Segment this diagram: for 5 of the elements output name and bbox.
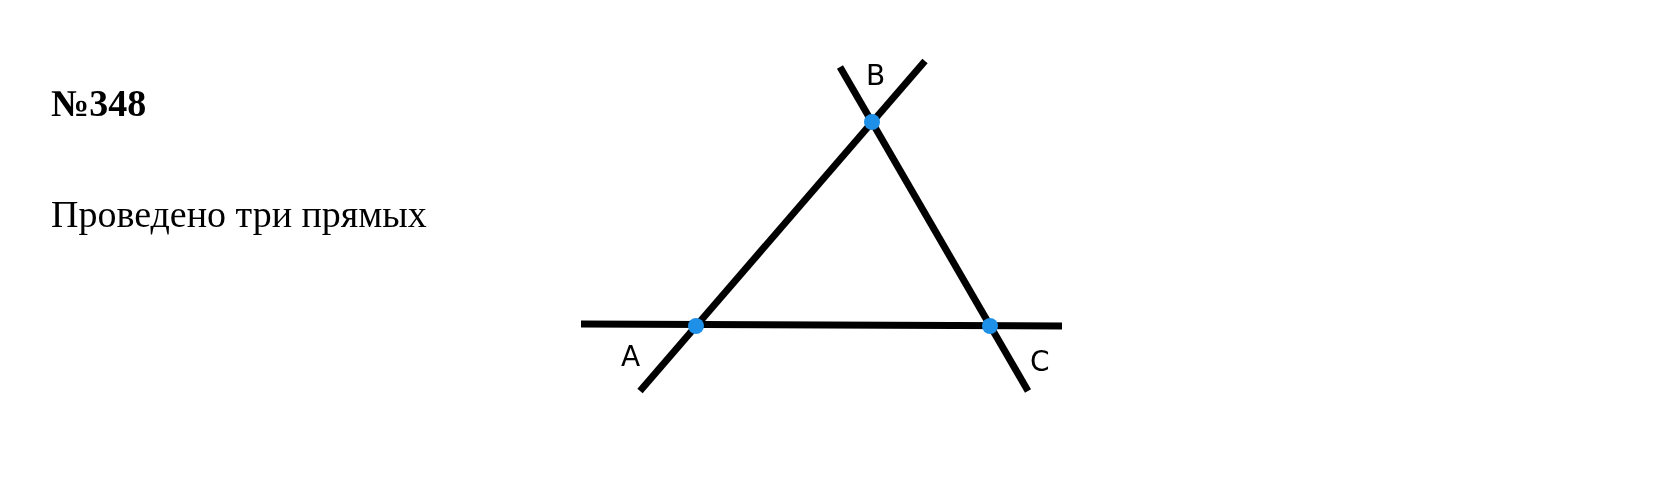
point-label: B	[866, 62, 886, 90]
task-number: №348	[51, 84, 147, 122]
point-label: A	[621, 343, 641, 371]
point-label: C	[1030, 348, 1050, 376]
note-text: Проведено три прямых	[51, 195, 427, 233]
